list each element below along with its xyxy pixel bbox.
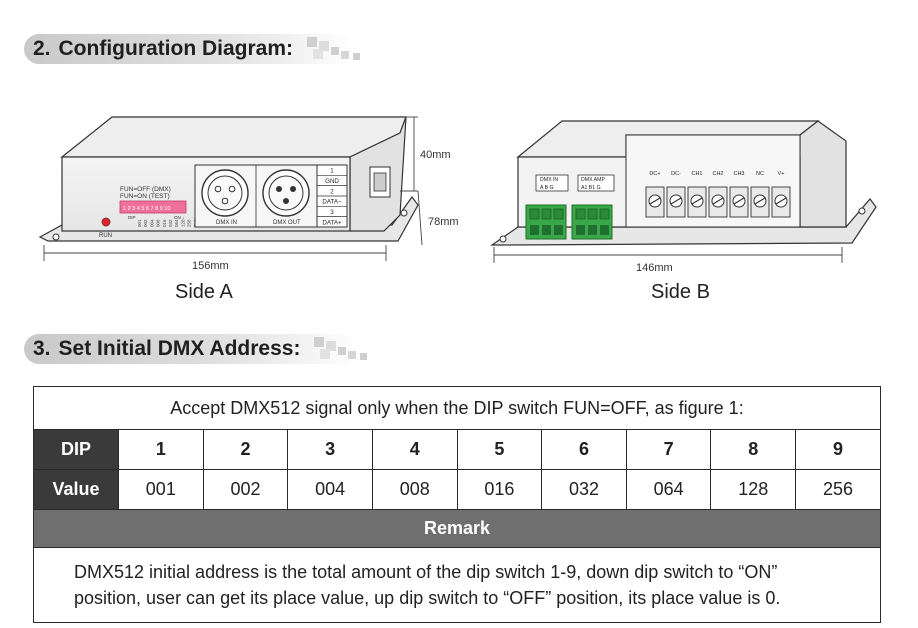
dip-cell: 4 (371, 429, 458, 470)
dim-height: 40mm (420, 149, 451, 161)
dmx-in-label: DMX IN (216, 220, 237, 226)
value-cell: 032 (541, 469, 627, 510)
pin-label: 3 (330, 209, 334, 216)
dip-value-label: 128 (180, 219, 185, 227)
dim-width-a: 156mm (192, 260, 229, 272)
pixel-decoration-icon (307, 37, 361, 60)
pin-label: DATA− (322, 199, 342, 206)
side-b-device: DMX IN A B G DMX AMP A1 B1 G DC+ DC- CH1 CH… (490, 120, 877, 246)
remark-header: Remark (33, 509, 881, 548)
dmx-out-connector[interactable] (262, 169, 310, 217)
dip-cell: 6 (541, 429, 627, 470)
side-b-label: Side B (651, 281, 710, 303)
side-b-dimensions (493, 247, 843, 263)
dip-cell: 2 (202, 429, 289, 470)
section-3-number: 3. (33, 337, 51, 360)
b-dmx-in-pins: A B G (540, 185, 554, 191)
side-a-device: FUN=OFF (DMX) FUN=ON (TEST) 1 2 3 4 5 6 … (38, 116, 419, 242)
terminal-label: DC- (671, 171, 681, 177)
dim-depth: 78mm (428, 216, 459, 228)
dmx-address-table: Accept DMX512 signal only when the DIP s… (33, 386, 881, 623)
pixel-decoration-icon (314, 337, 368, 360)
value-cell: 128 (710, 469, 797, 510)
terminal-label: CH1 (691, 171, 702, 177)
b-dmx-amp-label: DMX AMP (581, 177, 605, 183)
dmx-amp-terminal-block[interactable] (571, 204, 613, 240)
dmx-in-terminal-block[interactable] (525, 204, 567, 240)
pin-label: 2 (330, 188, 334, 195)
b-dmx-amp-pins: A1 B1 G (581, 185, 601, 191)
side-a-label: Side A (175, 281, 233, 303)
value-cell: 064 (625, 469, 712, 510)
configuration-diagram: FUN=OFF (DMX) FUN=ON (TEST) 1 2 3 4 5 6 … (38, 116, 877, 274)
dim-width-b: 146mm (636, 262, 673, 274)
section-3-heading: 3. Set Initial DMX Address: (24, 334, 374, 364)
terminal-label: NC (756, 171, 764, 177)
fun-on-label: FUN=ON (TEST) (120, 193, 170, 200)
dip-cell: 8 (710, 429, 797, 470)
side-a-dimensions (43, 116, 423, 261)
terminal-label: CH2 (712, 171, 723, 177)
value-cell: 256 (795, 469, 881, 510)
dip-value-label: 002 (143, 219, 148, 227)
remark-line-1: DMX512 initial address is the total amou… (74, 562, 778, 582)
value-cell: 016 (456, 469, 543, 510)
pin-label: 1 (330, 168, 334, 175)
value-cell: 008 (371, 469, 458, 510)
on-tag: ON ↓ (174, 215, 184, 220)
dmx-out-label: DMX OUT (273, 220, 301, 226)
terminal-label: DC+ (649, 171, 660, 177)
value-header: Value (33, 469, 119, 510)
dip-value-label: 004 (149, 219, 154, 227)
run-led-icon (101, 217, 111, 227)
section-2-title: Configuration Diagram: (58, 37, 294, 60)
dip-value-label: 008 (156, 219, 161, 227)
dip-cell: 7 (625, 429, 712, 470)
table-caption: Accept DMX512 signal only when the DIP s… (33, 386, 881, 430)
dip-header: DIP (33, 429, 119, 470)
dmx-in-connector[interactable] (201, 169, 249, 217)
dip-numbers: 1 2 3 4 5 6 7 8 9 10 (123, 206, 170, 212)
value-cell: 001 (118, 469, 204, 510)
remark-line-2: position, user can get its place value, … (74, 588, 781, 608)
remark-text: DMX512 initial address is the total amou… (33, 547, 881, 623)
fun-off-label: FUN=OFF (DMX) (120, 186, 171, 193)
dip-cell: 1 (118, 429, 204, 470)
b-dmx-in-label: DMX IN (540, 177, 558, 183)
terminal-label: V+ (778, 171, 785, 177)
dip-value-label: 256 (187, 219, 192, 227)
value-cell: 002 (202, 469, 289, 510)
pin-label: GND (325, 178, 339, 185)
terminal-label: CH3 (733, 171, 744, 177)
dip-value-label: 064 (174, 219, 179, 227)
dip-cell: 9 (795, 429, 881, 470)
dip-value-label: 001 (137, 219, 142, 227)
dip-value-label: 032 (168, 219, 173, 227)
section-3-title: Set Initial DMX Address: (58, 337, 301, 360)
pin-label: DATA+ (322, 219, 342, 226)
dip-value-label: 016 (162, 219, 167, 227)
dip-tag: DIP (128, 215, 136, 220)
dip-cell: 5 (456, 429, 543, 470)
section-2-heading: 2. Configuration Diagram: (24, 34, 367, 64)
dip-switch[interactable] (119, 200, 187, 214)
section-2-number: 2. (33, 37, 51, 60)
dip-cell: 3 (287, 429, 373, 470)
value-cell: 004 (287, 469, 373, 510)
run-label: RUN (99, 233, 112, 239)
